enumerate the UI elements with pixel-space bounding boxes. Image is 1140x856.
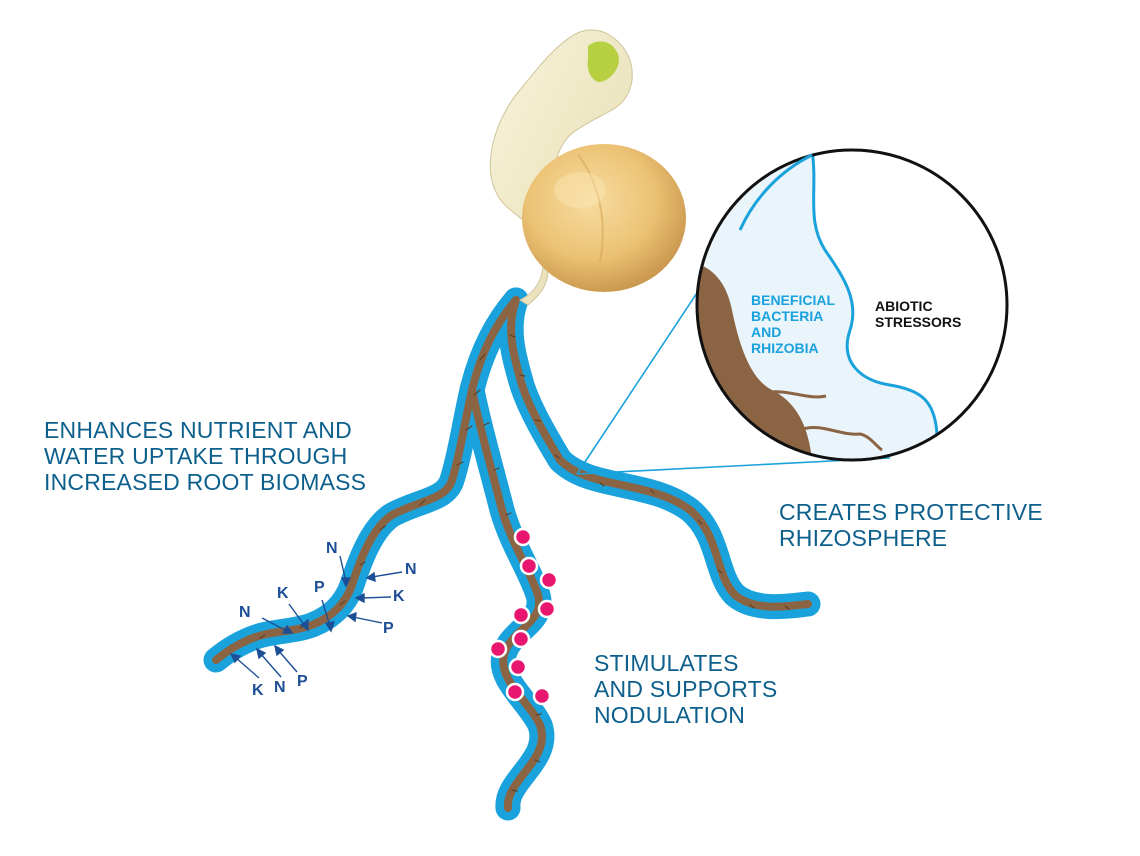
nodule	[508, 657, 528, 677]
inset-line: BENEFICIAL	[751, 292, 835, 308]
inset-line: RHIZOBIA	[751, 340, 819, 356]
label-line: AND SUPPORTS	[594, 676, 778, 702]
nutrient-label-p: P	[383, 620, 394, 637]
label-line: RHIZOSPHERE	[779, 525, 948, 551]
nodules	[488, 527, 559, 706]
label-line: NODULATION	[594, 702, 746, 728]
inset-label-stressors: ABIOTIC STRESSORS	[875, 298, 961, 330]
inset-line: BACTERIA	[751, 308, 824, 324]
nodule	[511, 629, 531, 649]
label-protective-rhizosphere: CREATES PROTECTIVE RHIZOSPHERE	[779, 499, 1043, 551]
nodule	[539, 570, 559, 590]
seed	[522, 144, 686, 292]
nodule	[519, 556, 539, 576]
root-system	[212, 296, 812, 812]
nodule	[537, 599, 557, 619]
nutrient-label-n: N	[239, 604, 251, 621]
nutrient-label-k: K	[277, 585, 289, 602]
inset-magnifier	[695, 148, 1009, 462]
label-line: WATER UPTAKE THROUGH	[44, 443, 348, 469]
label-line: INCREASED ROOT BIOMASS	[44, 469, 367, 495]
nutrient-arrows	[229, 555, 403, 679]
nutrient-label-n: N	[326, 540, 338, 557]
seedling	[489, 29, 686, 306]
nodule	[511, 605, 531, 625]
inset-line: STRESSORS	[875, 314, 962, 330]
nodule	[505, 682, 525, 702]
label-line: ENHANCES NUTRIENT AND	[44, 417, 352, 443]
nutrient-label-p: P	[297, 673, 308, 690]
nutrient-label-n: N	[405, 561, 417, 578]
inset-line: ABIOTIC	[875, 298, 933, 314]
nutrient-label-n: N	[274, 679, 286, 696]
nodule	[532, 686, 552, 706]
label-line: CREATES PROTECTIVE	[779, 499, 1043, 525]
nutrient-label-k: K	[252, 682, 264, 699]
root-right	[507, 296, 812, 611]
nodule	[488, 639, 508, 659]
nodule	[513, 527, 533, 547]
sprout-tip	[587, 41, 619, 82]
root-middle	[468, 386, 546, 812]
nutrient-label-p: P	[314, 579, 325, 596]
label-nutrient-uptake: ENHANCES NUTRIENT AND WATER UPTAKE THROU…	[44, 417, 366, 495]
label-line: STIMULATES	[594, 650, 739, 676]
label-nodulation: STIMULATES AND SUPPORTS NODULATION	[594, 650, 777, 728]
inset-label-bacteria: BENEFICIAL BACTERIA AND RHIZOBIA	[751, 292, 835, 356]
inset-line: AND	[751, 324, 782, 340]
root-middle-sheath	[459, 377, 555, 821]
nutrient-label-k: K	[393, 588, 405, 605]
